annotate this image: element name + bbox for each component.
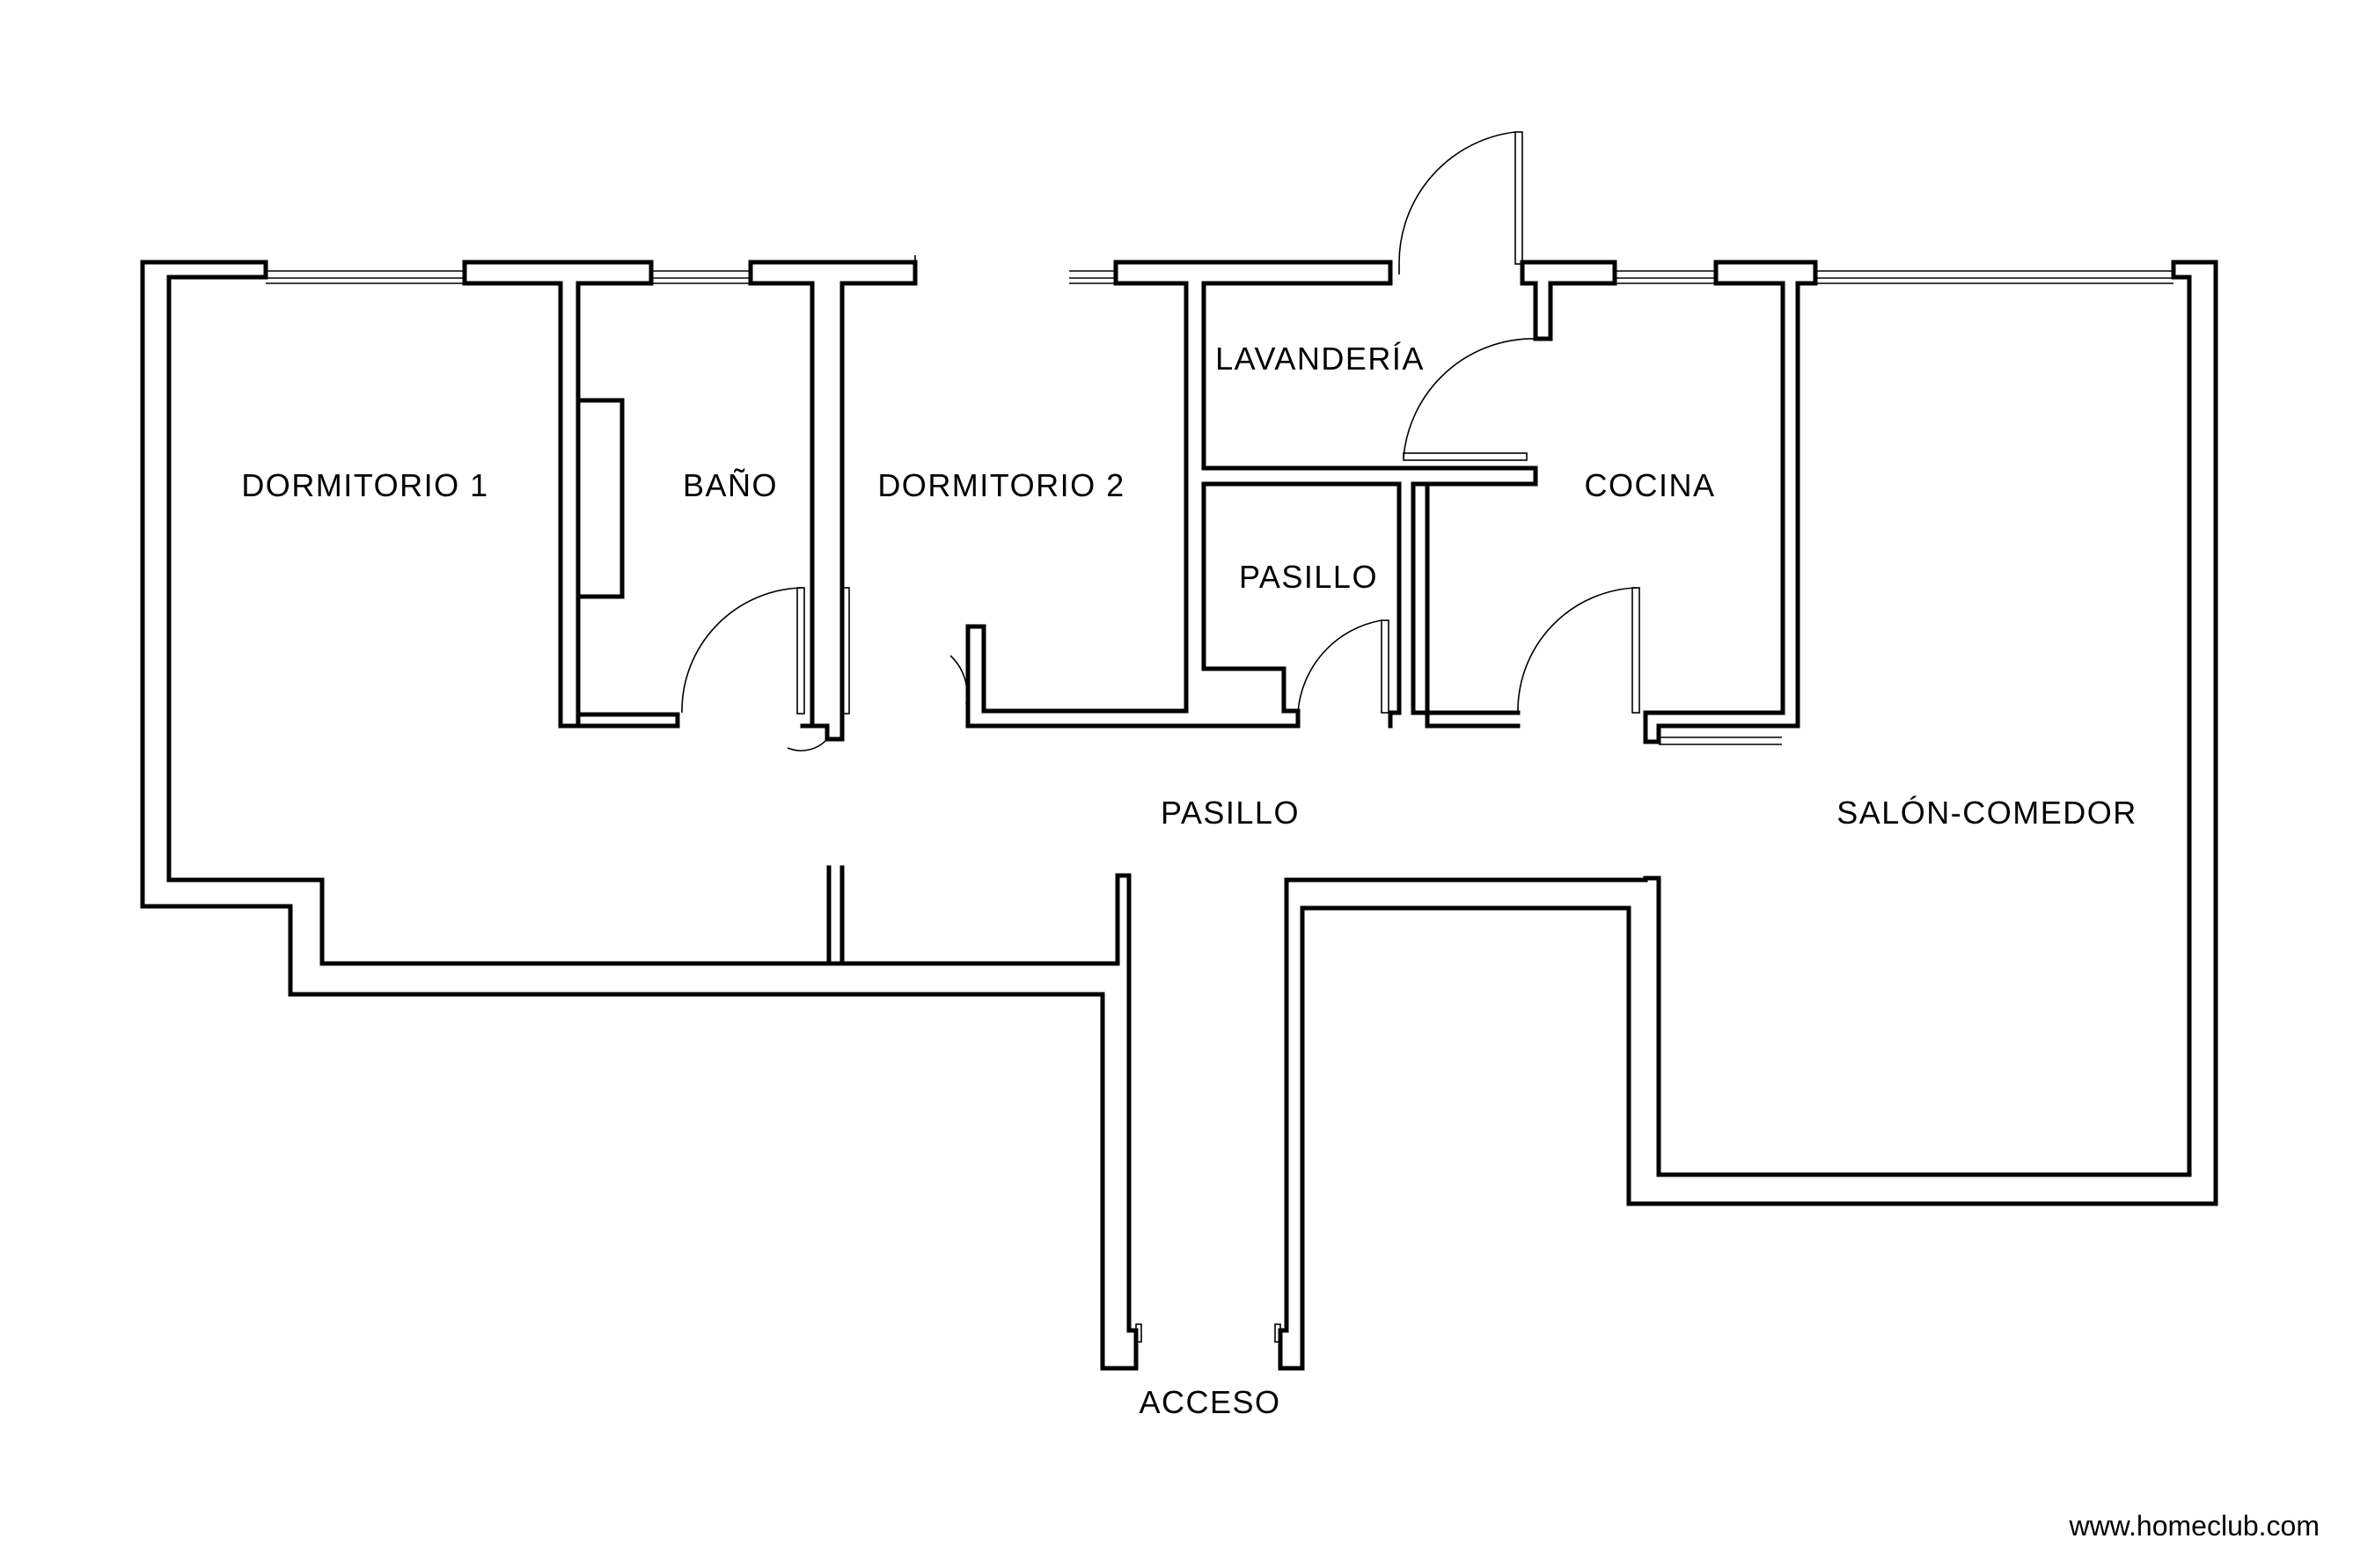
wall-salon-outer: [1278, 260, 2218, 1371]
label-pasillo-main: PASILLO: [1161, 795, 1300, 831]
label-dormitorio2: DORMITORIO 2: [877, 467, 1125, 503]
window-salon-lower: [1659, 736, 1782, 745]
door-pasillo-small: [1297, 619, 1389, 714]
doors: [681, 131, 1640, 1343]
room-labels: DORMITORIO 1 BAÑO DORMITORIO 2 LAVANDERÍ…: [241, 341, 2137, 1420]
website-watermark: www.homeclub.com: [2068, 1510, 2320, 1542]
door-lavanderia-exterior: [1398, 131, 1523, 275]
label-salon-comedor: SALÓN-COMEDOR: [1836, 795, 2137, 831]
wall-inner-left: [166, 275, 1132, 1333]
wall-top-left-cap: [246, 260, 268, 280]
door-lavanderia: [1403, 338, 1536, 461]
wall-corridor-stub: [826, 865, 845, 966]
wall-top-seg-3: [1113, 260, 1538, 729]
windows: [266, 255, 2173, 745]
label-lavanderia: LAVANDERÍA: [1215, 341, 1425, 377]
window-dormitorio2: [914, 255, 1116, 284]
window-salon: [1815, 270, 2173, 284]
label-acceso: ACCESO: [1139, 1384, 1280, 1420]
wall-kitchen-inner: [1425, 481, 1521, 715]
door-dormitorio1: [787, 587, 850, 751]
door-cocina: [1517, 587, 1640, 714]
walls: [140, 260, 2218, 1371]
door-acceso: [1135, 1323, 1281, 1343]
label-dormitorio1: DORMITORIO 1: [241, 467, 488, 503]
window-cocina: [1615, 270, 1716, 284]
window-bano: [651, 270, 751, 284]
wall-kitchen-left: [1520, 260, 1617, 341]
door-dormitorio2: [949, 655, 968, 705]
label-cocina: COCINA: [1584, 467, 1715, 503]
label-bano: BAÑO: [683, 467, 778, 503]
wall-bath-door-jamb: [800, 723, 845, 742]
wall-bath-niche: [575, 398, 625, 599]
door-bano: [681, 587, 805, 714]
wall-dorm2-right: [965, 260, 1402, 729]
label-pasillo-small: PASILLO: [1239, 559, 1378, 595]
wall-salon-inner: [1284, 275, 2192, 1333]
wall-outer-left: [140, 260, 1139, 1371]
wall-bath-left: [462, 260, 680, 729]
window-dormitorio1: [266, 270, 465, 284]
wall-top-seg-1: [462, 260, 680, 729]
